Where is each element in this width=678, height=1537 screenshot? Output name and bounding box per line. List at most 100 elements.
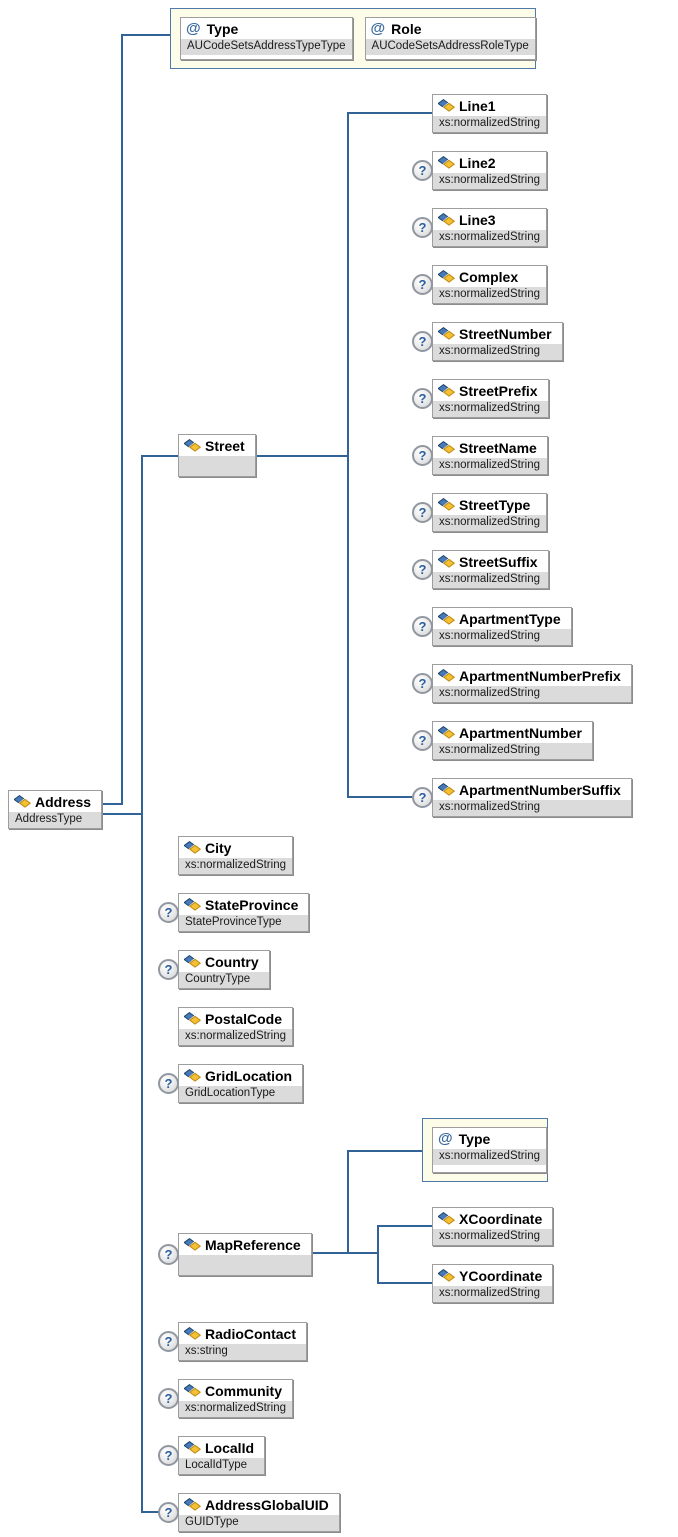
- connector-hline-ycoordinate: [377, 1282, 434, 1284]
- element-name: ApartmentType: [459, 610, 561, 627]
- attribute-type: AUCodeSetsAddressRoleType: [365, 39, 535, 55]
- element-name: AddressGlobalUID: [205, 1496, 329, 1513]
- element-type: xs:normalizedString: [433, 230, 546, 246]
- element-name: StreetNumber: [459, 325, 552, 342]
- optional-badge: ?: [412, 160, 433, 181]
- attribute-node-map-type[interactable]: @Type xs:normalizedString: [432, 1127, 547, 1173]
- connector-hline-xcoordinate: [377, 1225, 434, 1227]
- element-icon: [438, 498, 455, 512]
- node-apartmentnumber: ? ApartmentNumber xs:normalizedString: [412, 721, 593, 760]
- attribute-name: Type: [206, 20, 239, 37]
- connector-hline-street-left: [141, 455, 181, 457]
- node-mapreference: ? MapReference: [158, 1233, 312, 1276]
- optional-badge: ?: [412, 274, 433, 295]
- element-icon: [14, 795, 31, 809]
- optional-badge: ?: [158, 1331, 179, 1352]
- node-line2: ? Line2 xs:normalizedString: [412, 151, 547, 190]
- element-type: xs:string: [179, 1344, 306, 1360]
- element-icon: [184, 1498, 201, 1512]
- element-name: MapReference: [205, 1236, 301, 1253]
- connector-hline-addressglobaluid: [141, 1511, 162, 1513]
- optional-badge: ?: [412, 616, 433, 637]
- element-type: xs:normalizedString: [433, 287, 546, 303]
- address-attributes-group: @Type AUCodeSetsAddressTypeType @Role AU…: [170, 8, 536, 69]
- element-icon: [184, 841, 201, 855]
- element-icon: [438, 384, 455, 398]
- element-icon: [184, 898, 201, 912]
- node-streetnumber: ? StreetNumber xs:normalizedString: [412, 322, 563, 361]
- optional-badge: ?: [412, 673, 433, 694]
- element-type: StateProvinceType: [179, 915, 309, 931]
- node-xcoordinate: XCoordinate xs:normalizedString: [432, 1207, 554, 1246]
- attribute-name: Role: [391, 20, 422, 37]
- node-apartmentnumberprefix: ? ApartmentNumberPrefix xs:normalizedStr…: [412, 664, 632, 703]
- element-type: xs:normalizedString: [433, 743, 592, 759]
- element-icon: [184, 1012, 201, 1026]
- element-name: Street: [205, 437, 245, 454]
- element-name: StreetType: [459, 496, 531, 513]
- optional-badge: ?: [412, 559, 433, 580]
- element-name: YCoordinate: [459, 1267, 543, 1284]
- element-name: Line2: [459, 154, 496, 171]
- element-icon: [184, 439, 201, 453]
- connector-hline-attributes: [121, 34, 172, 36]
- node-gridlocation: ? GridLocation GridLocationType: [158, 1064, 304, 1103]
- attribute-at-icon: @: [186, 20, 201, 37]
- element-icon: [438, 555, 455, 569]
- element-icon: [438, 612, 455, 626]
- connector-hline-address-down: [96, 813, 143, 815]
- element-type: xs:normalizedString: [433, 344, 562, 360]
- element-name: Address: [35, 793, 92, 810]
- mapreference-attributes-group: @Type xs:normalizedString: [422, 1118, 548, 1182]
- element-type: LocalIdType: [179, 1458, 265, 1474]
- element-name: Country: [205, 953, 259, 970]
- element-name: XCoordinate: [459, 1210, 543, 1227]
- element-type: xs:normalizedString: [433, 629, 571, 645]
- element-name: StateProvince: [205, 896, 299, 913]
- node-apartmentnumbersuffix: ? ApartmentNumberSuffix xs:normalizedStr…: [412, 778, 632, 817]
- optional-badge: ?: [412, 331, 433, 352]
- element-type: CountryType: [179, 972, 269, 988]
- attribute-name: Type: [458, 1130, 491, 1147]
- optional-badge: ?: [158, 1244, 179, 1265]
- element-name: StreetSuffix: [459, 553, 538, 570]
- element-type: xs:normalizedString: [433, 800, 631, 816]
- element-type: xs:normalizedString: [433, 686, 631, 702]
- element-name: ApartmentNumberSuffix: [459, 781, 621, 798]
- element-type: xs:normalizedString: [179, 858, 292, 874]
- element-type: xs:normalizedString: [433, 401, 548, 417]
- element-icon: [438, 726, 455, 740]
- optional-badge: ?: [158, 959, 179, 980]
- element-icon: [438, 1269, 455, 1283]
- node-streettype: ? StreetType xs:normalizedString: [412, 493, 547, 532]
- optional-badge: ?: [412, 217, 433, 238]
- element-icon: [438, 99, 455, 113]
- element-type: xs:normalizedString: [433, 1229, 553, 1245]
- element-name: City: [205, 839, 232, 856]
- element-icon: [184, 1441, 201, 1455]
- node-postalcode: PostalCode xs:normalizedString: [178, 1007, 294, 1046]
- attribute-node-role[interactable]: @ Role AUCodeSetsAddressRoleType: [364, 17, 536, 60]
- node-ycoordinate: YCoordinate xs:normalizedString: [432, 1264, 554, 1303]
- optional-badge: ?: [412, 388, 433, 409]
- node-localid: ? LocalId LocalIdType: [158, 1436, 266, 1475]
- attribute-at-icon: @: [370, 20, 386, 37]
- element-type: GUIDType: [179, 1515, 339, 1531]
- attribute-at-icon: @: [438, 1130, 453, 1147]
- element-icon: [184, 1327, 201, 1341]
- element-icon: [438, 327, 455, 341]
- element-type: AddressType: [9, 812, 102, 828]
- element-icon: [184, 1238, 201, 1252]
- node-complex: ? Complex xs:normalizedString: [412, 265, 547, 304]
- element-name: Community: [205, 1382, 282, 1399]
- connector-hline-map-attribute: [347, 1150, 424, 1152]
- optional-badge: ?: [412, 787, 433, 808]
- element-name: StreetPrefix: [459, 382, 538, 399]
- element-type: xs:normalizedString: [433, 116, 546, 132]
- element-icon: [184, 955, 201, 969]
- attribute-node-type[interactable]: @Type AUCodeSetsAddressTypeType: [180, 17, 353, 60]
- element-name: ApartmentNumber: [459, 724, 582, 741]
- element-icon: [184, 1384, 201, 1398]
- optional-badge: ?: [412, 502, 433, 523]
